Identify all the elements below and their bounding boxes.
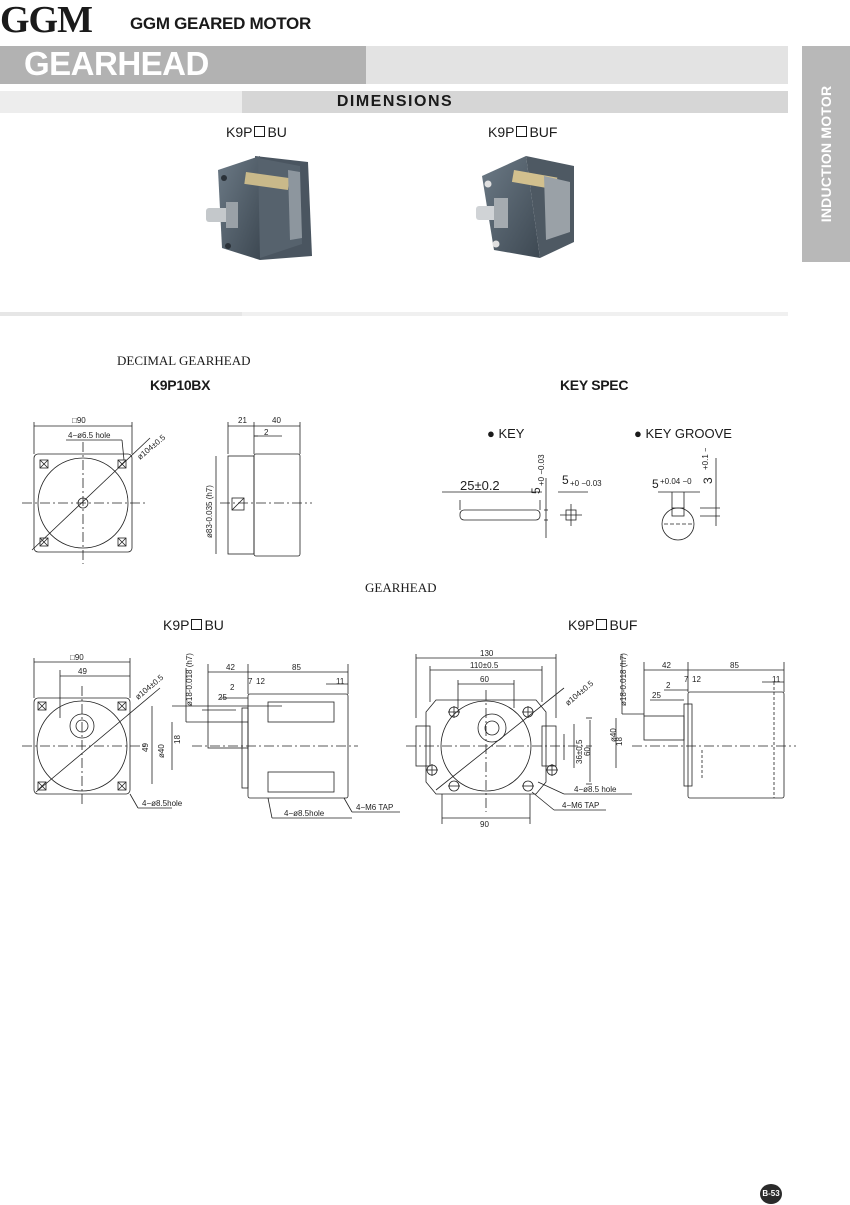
dim-hole: 4−ø8.5 hole [574,785,617,794]
dim-2: 2 [264,428,269,437]
groove-width-tol: +0.04 −0 [660,477,692,486]
box-placeholder-icon [516,126,528,137]
dim-40: ø40 [609,728,618,742]
dim-49v: 49 [141,743,150,752]
decimal-heading: DECIMAL GEARHEAD [117,353,251,368]
dim-hole2: 4−ø8.5hole [284,809,325,818]
dim-hole: 4−ø8.5hole [142,799,183,808]
dim-21: 21 [238,416,247,425]
dim-shaft: ø18-0.018 (h7) [619,653,628,706]
dim-12: 12 [692,675,701,684]
dim-2: 2 [230,683,235,692]
brand-subtitle: GGM GEARED MOTOR [130,14,311,33]
dim-12: 12 [256,677,265,686]
section-title: GEARHEAD [24,45,209,82]
dim-25: 25 [218,693,227,702]
gearhead-bu-drawing: □90 49 ø104±0.5 ø40 49 4−ø8.5hole ø18-0.… [22,653,400,819]
dim-shaft: ø83-0.035 (h7) [205,485,214,538]
dim-shaft: ø18-0.018 (h7) [185,653,194,706]
dimensions-heading: DIMENSIONS [336,93,454,110]
dim-hole: 4−ø6.5 hole [68,431,111,440]
dim-85: 85 [292,663,301,672]
dim-2: 2 [666,681,671,690]
dim-tap: 4−M6 TAP [356,803,393,812]
dim-sq90: □90 [70,653,84,662]
keyspec-drawing: 25±0.2 5 +0 −0.03 5 +0 −0.03 5 +0.04 −0 … [442,448,720,541]
dim-11: 11 [336,677,345,686]
dim-60v: 60 [583,747,592,756]
dim-60: 60 [480,675,489,684]
gearhead-bu-photo [206,156,312,260]
dim-49: 49 [78,667,87,676]
separator [0,312,242,316]
key-height-tol: +0 −0.03 [537,454,546,486]
dim-18: 18 [173,735,182,744]
brand-logo: GGM [0,0,93,41]
dimensions-bar-left [0,91,242,113]
box-placeholder-icon [191,619,203,630]
decimal-model: K9P10BX [150,377,211,393]
key-width: 5 [562,473,569,487]
dim-110: 110±0.5 [470,661,499,670]
dim-40: ø40 [157,744,166,758]
keyspec-title: KEY SPEC [560,377,629,393]
dim-7: 7 [684,675,689,684]
groove-depth-tol: +0.1 −0 [701,448,710,470]
key-groove-label: ● KEY GROOVE [634,426,732,441]
page-number: B-53 [760,1184,782,1204]
dim-42: 42 [662,661,671,670]
dim-pcd: ø104±0.5 [564,679,596,708]
dim-130: 130 [480,649,494,658]
key-width-tol: +0 −0.03 [570,479,602,488]
dim-85: 85 [730,661,739,670]
dim-40: 40 [272,416,281,425]
dim-90: 90 [480,820,489,828]
separator [242,312,788,316]
key-height: 5 [529,487,543,494]
gearhead-buf-drawing: 130 110±0.5 60 ø104±0.5 ø40 36±0.5 60 4−… [406,649,796,828]
dim-tap: 4−M6 TAP [562,801,599,810]
box-placeholder-icon [254,126,266,137]
dim-18: 18 [615,737,624,746]
side-tab[interactable]: INDUCTION MOTOR [802,46,850,262]
groove-depth: 3 [701,477,715,484]
box-placeholder-icon [596,619,608,630]
dim-7: 7 [248,677,253,686]
groove-width: 5 [652,477,659,491]
decimal-gearhead-drawing: □90 4−ø6.5 hole ø104±0.5 21 40 2 ø83-0.0… [22,416,312,564]
gearhead-heading: GEARHEAD [365,580,437,595]
title-band-dark [0,46,366,84]
gearhead-buf-photo [476,156,574,258]
side-tab-label: INDUCTION MOTOR [818,85,834,223]
dim-25: 25 [652,691,661,700]
dim-42: 42 [226,663,235,672]
key-label: ● KEY [487,426,525,441]
dimensions-bar [242,91,788,113]
dim-sq90: □90 [72,416,86,425]
key-length: 25±0.2 [460,478,500,493]
dim-36: 36±0.5 [575,739,584,764]
dim-11: 11 [772,675,781,684]
